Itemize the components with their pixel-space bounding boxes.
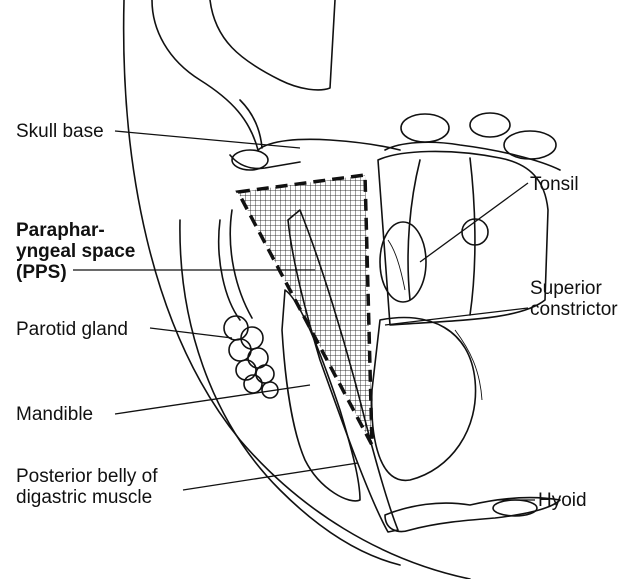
constrictor-mass (372, 318, 476, 481)
label-constrictor-1: Superior (530, 278, 602, 299)
inner-contour (152, 0, 258, 150)
leader-constrictor (385, 308, 528, 325)
label-mandible: Mandible (16, 404, 93, 425)
leader-parotid (150, 328, 232, 338)
label-parotid: Parotid gland (16, 319, 128, 340)
label-pps-1: Paraphar- (16, 220, 105, 241)
tonsil-shape (380, 219, 488, 302)
label-hyoid: Hyoid (538, 490, 587, 511)
parotid-lobules (224, 316, 278, 398)
hyoid-bone (385, 498, 560, 532)
label-pps-2: yngeal space (16, 241, 135, 262)
label-skull-base: Skull base (16, 121, 104, 142)
label-constrictor-2: constrictor (530, 299, 618, 320)
leader-skull-base (115, 131, 300, 148)
label-digastric-2: digastric muscle (16, 487, 152, 508)
label-pps-3: (PPS) (16, 262, 67, 283)
label-tonsil: Tonsil (530, 174, 579, 195)
label-digastric-1: Posterior belly of (16, 466, 158, 487)
leader-digastric (183, 463, 358, 490)
